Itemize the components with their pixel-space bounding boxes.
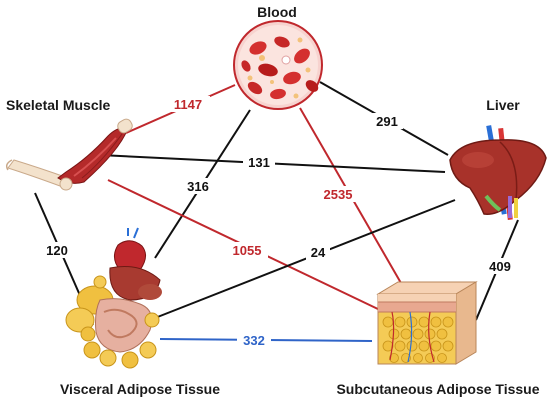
liver-icon bbox=[449, 125, 547, 220]
edge-label-liver-subcutaneous: 409 bbox=[489, 259, 511, 274]
node-label-blood: Blood bbox=[257, 4, 297, 20]
edge-label-skeletal-muscle-visceral: 120 bbox=[46, 243, 68, 258]
edge-label-blood-liver: 291 bbox=[376, 114, 398, 129]
edge-label-blood-skeletal-muscle: 1147 bbox=[174, 97, 202, 112]
blood-cells-icon bbox=[233, 20, 323, 110]
skin-fat-block-icon bbox=[376, 281, 478, 365]
edge-label-blood-subcutaneous: 2535 bbox=[324, 187, 353, 202]
node-subcutaneous-adipose: Subcutaneous Adipose Tissue bbox=[336, 281, 540, 397]
arm-muscle-icon bbox=[5, 118, 133, 191]
node-liver: Liver bbox=[449, 97, 547, 220]
edge-labels: 1147 291 316 2535 131 120 1055 24 409 33… bbox=[41, 96, 516, 348]
node-blood: Blood bbox=[233, 4, 323, 110]
edge-liver-visceral bbox=[154, 199, 456, 319]
edge-label-skeletal-muscle-liver: 131 bbox=[248, 155, 270, 170]
node-visceral-adipose: Visceral Adipose Tissue bbox=[60, 227, 220, 397]
edge-label-skeletal-muscle-subcutaneous: 1055 bbox=[233, 243, 262, 258]
node-label-liver: Liver bbox=[486, 97, 520, 113]
edge-label-visceral-subcutaneous: 332 bbox=[243, 333, 265, 348]
visceral-organs-icon bbox=[65, 227, 162, 369]
edge-label-liver-visceral: 24 bbox=[311, 245, 326, 260]
node-label-subcutaneous-adipose: Subcutaneous Adipose Tissue bbox=[336, 381, 539, 397]
node-skeletal-muscle: Skeletal Muscle bbox=[5, 97, 133, 191]
node-label-visceral-adipose: Visceral Adipose Tissue bbox=[60, 381, 220, 397]
edge-label-blood-visceral: 316 bbox=[187, 179, 209, 194]
node-label-skeletal-muscle: Skeletal Muscle bbox=[6, 97, 110, 113]
